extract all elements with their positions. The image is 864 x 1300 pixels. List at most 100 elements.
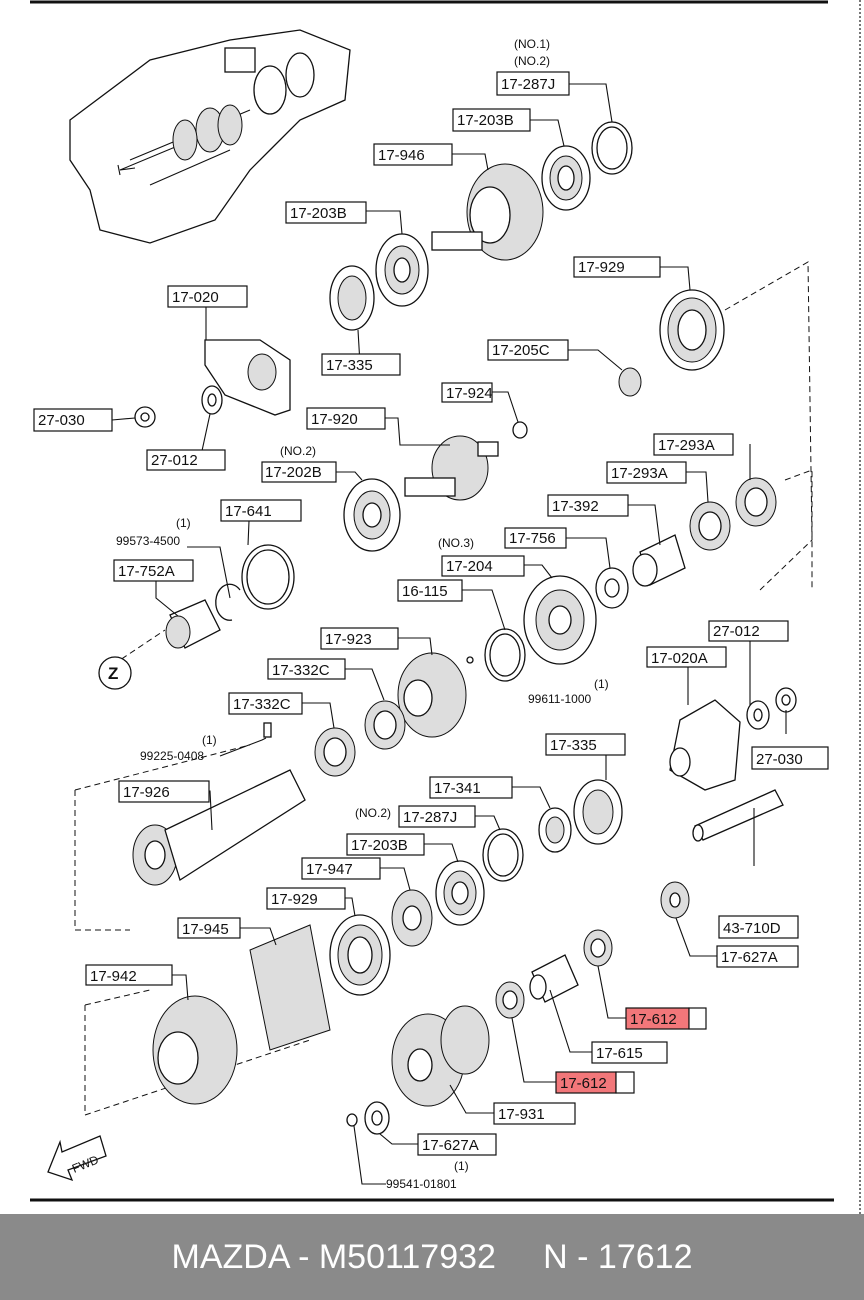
guide-dashed-2 xyxy=(784,469,813,590)
ring-17-287J-bottom xyxy=(482,828,524,882)
z-marker-letter: Z xyxy=(108,664,118,683)
ring-17-641 xyxy=(241,544,295,610)
label-17-931: 17-931 xyxy=(498,1106,545,1123)
washer-17-756 xyxy=(595,567,629,609)
note-qty-1b: (1) xyxy=(594,677,609,691)
label-27-012-a: 27-012 xyxy=(151,452,198,469)
label-17-923: 17-923 xyxy=(325,631,372,648)
sleeve-17-392 xyxy=(632,534,686,587)
bearing-17-929-top xyxy=(659,289,725,371)
label-17-020: 17-020 xyxy=(172,289,219,306)
note-99611-1000: 99611-1000 xyxy=(528,692,591,706)
label-17-752A: 17-752A xyxy=(118,563,175,580)
label-17-293A-b: 17-293A xyxy=(611,465,668,482)
label-17-203B-a: 17-203B xyxy=(457,112,514,129)
note-no2-top: (NO.2) xyxy=(514,54,550,68)
label-17-627A-a: 17-627A xyxy=(721,949,778,966)
ring-16-115 xyxy=(484,628,526,682)
ring-17-287J xyxy=(591,121,633,175)
note-no2-mid: (NO.2) xyxy=(280,444,316,458)
label-43-710D: 43-710D xyxy=(723,920,781,937)
washer-17-627A-top xyxy=(660,881,690,919)
label-17-335-b: 17-335 xyxy=(550,737,597,754)
nut-27-030-bottom xyxy=(775,687,797,713)
label-27-030-a: 27-030 xyxy=(38,412,85,429)
label-17-945: 17-945 xyxy=(182,921,229,938)
label-17-392: 17-392 xyxy=(552,498,599,515)
gear-17-923 xyxy=(397,652,467,738)
label-17-205C: 17-205C xyxy=(492,342,550,359)
label-17-920: 17-920 xyxy=(311,411,358,428)
note-qty-1a: (1) xyxy=(176,516,191,530)
label-17-946: 17-946 xyxy=(378,147,425,164)
note-no2-low: (NO.2) xyxy=(355,806,391,820)
label-17-020A: 17-020A xyxy=(651,650,708,667)
pin-17-924 xyxy=(512,421,528,439)
nut-27-030-top xyxy=(134,406,156,428)
note-99225-0408: 99225-0408 xyxy=(140,749,204,763)
label-17-332C-a: 17-332C xyxy=(272,662,330,679)
bearing-17-293A-b xyxy=(689,501,731,551)
washer-17-627A-bottom xyxy=(364,1101,390,1135)
guide-dashed-4 xyxy=(84,989,311,1116)
label-17-615: 17-615 xyxy=(596,1045,643,1062)
washer-27-012-top xyxy=(201,385,223,415)
label-27-012-b: 27-012 xyxy=(713,623,760,640)
footer-part-number: MAZDA - M50117932 N - 17612 xyxy=(171,1238,693,1276)
label-17-942: 17-942 xyxy=(90,968,137,985)
note-qty-1c: (1) xyxy=(202,733,217,747)
ball-99541 xyxy=(346,1113,358,1127)
label-17-641: 17-641 xyxy=(225,503,272,520)
bearing-17-332C-b xyxy=(314,727,356,777)
bearing-17-203B-mid xyxy=(375,233,429,307)
label-17-947: 17-947 xyxy=(306,861,353,878)
note-qty-1d: (1) xyxy=(454,1159,469,1173)
bearing-17-202B xyxy=(343,478,401,552)
guide-dashed-3 xyxy=(74,744,251,931)
label-17-612-b: 17-612 xyxy=(560,1075,607,1092)
flange-17-020A xyxy=(669,699,741,791)
fwd-arrow xyxy=(47,1135,107,1182)
footer-bar: MAZDA - M50117932 N - 17612 xyxy=(0,1214,864,1300)
leader-lines xyxy=(111,83,787,1185)
gear-17-931 xyxy=(391,1005,490,1107)
transmission-housing-sketch xyxy=(69,29,351,244)
label-17-332C-b: 17-332C xyxy=(233,696,291,713)
label-16-115: 16-115 xyxy=(402,583,448,600)
collar-17-341 xyxy=(538,807,572,853)
label-17-204: 17-204 xyxy=(446,558,493,575)
label-17-929-a: 17-929 xyxy=(578,259,625,276)
bearing-17-752A xyxy=(165,599,221,649)
synchronizer-17-945 xyxy=(249,924,331,1051)
seal-17-335-bottom xyxy=(573,779,623,845)
label-17-335-a: 17-335 xyxy=(326,357,373,374)
gear-17-946 xyxy=(431,163,544,261)
label-boxes xyxy=(33,71,829,1156)
sleeve-17-615 xyxy=(529,954,579,1003)
z-marker xyxy=(98,656,132,690)
label-17-627A-b: 17-627A xyxy=(422,1137,479,1154)
bearing-17-332C-a xyxy=(364,700,406,750)
label-17-929-b: 17-929 xyxy=(271,891,318,908)
pin-99225 xyxy=(263,722,272,738)
label-17-924: 17-924 xyxy=(446,385,493,402)
label-17-287J-top: 17-287J xyxy=(501,76,555,93)
shaft-17-920 xyxy=(404,435,499,501)
washer-27-012-bottom xyxy=(746,700,770,730)
bearing-17-929-bottom xyxy=(329,914,391,996)
note-no1: (NO.1) xyxy=(514,37,550,51)
label-17-926: 17-926 xyxy=(123,784,170,801)
note-99573-4500: 99573-4500 xyxy=(116,534,180,548)
label-17-203B-c: 17-203B xyxy=(351,837,408,854)
ball-99611 xyxy=(466,656,474,664)
exploded-transmission-diagram: 17-287J 17-203B 17-946 17-203B 17-929 17… xyxy=(30,0,861,1214)
shaft-17-926 xyxy=(132,769,306,886)
gear-17-947 xyxy=(391,889,433,947)
label-17-203B-b: 17-203B xyxy=(290,205,347,222)
seal-17-335-top xyxy=(329,265,375,331)
label-17-293A-a: 17-293A xyxy=(658,437,715,454)
needle-17-205C xyxy=(618,367,642,397)
shaft-43-710D xyxy=(692,789,784,842)
bearing-17-203B-top xyxy=(541,145,591,211)
